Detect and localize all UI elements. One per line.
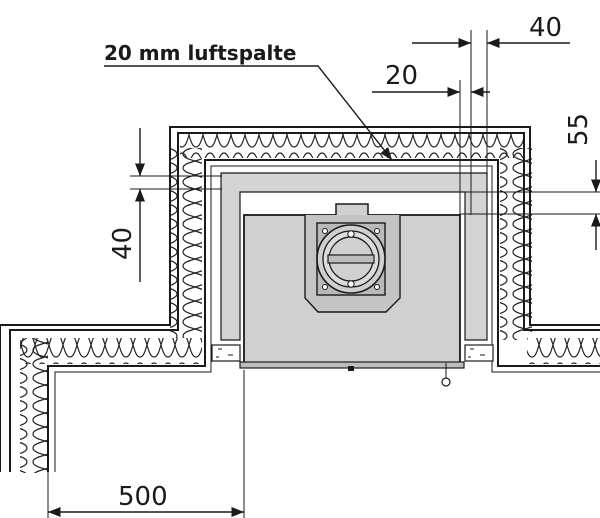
- dim-left-40: 40: [108, 128, 222, 282]
- floor-blocks: [211, 344, 494, 362]
- dim-right-55-label: 55: [564, 113, 594, 146]
- dim-left-40-label: 40: [108, 227, 138, 260]
- air-gap-label: 20 mm luftspalte: [104, 41, 297, 65]
- flue-connection: [316, 222, 386, 296]
- dim-bottom-500-label: 500: [118, 482, 168, 512]
- dim-top-20: 20: [372, 61, 490, 215]
- dim-top-40-label: 40: [529, 13, 562, 43]
- air-gap-leader: [104, 65, 393, 161]
- dim-right-55: 55: [455, 113, 600, 250]
- wall-outline: [0, 126, 600, 472]
- dim-top-20-label: 20: [385, 61, 418, 91]
- dim-top-40: 40: [412, 13, 570, 215]
- dim-bottom-500: 500: [47, 370, 245, 518]
- insulation-layer: [20, 133, 600, 473]
